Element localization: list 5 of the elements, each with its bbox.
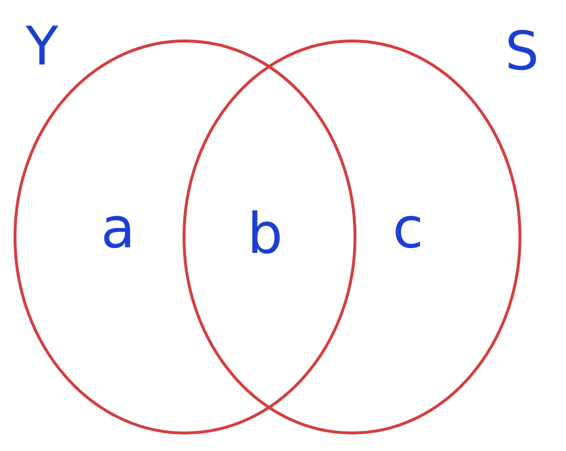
set-label: Y [26,26,58,64]
region-label: c [396,216,420,248]
set-label: S [508,30,536,70]
region-label: b [252,210,280,254]
region-label: a [104,216,130,248]
